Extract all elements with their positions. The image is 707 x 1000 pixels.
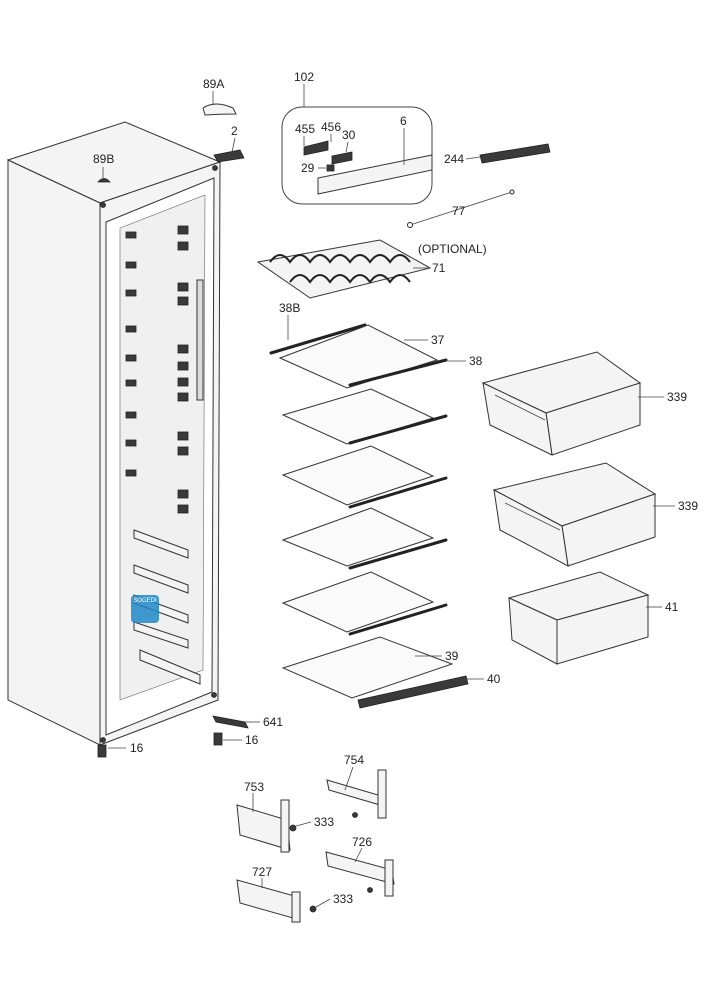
callout-89a: 89A [203, 77, 224, 91]
callout-102: 102 [294, 70, 314, 84]
callout-16-right: 16 [245, 733, 259, 747]
part-89a-hinge-cover [202, 103, 237, 116]
callout-41: 41 [665, 600, 679, 614]
part-727-bracket [236, 879, 301, 923]
part-244-control-board [479, 143, 551, 164]
optional-note: (OPTIONAL) [418, 242, 487, 256]
part-2-top-hinge [213, 149, 245, 163]
part-77-sensor [407, 189, 515, 228]
callout-641: 641 [263, 715, 283, 729]
callout-16-left: 16 [130, 741, 144, 755]
part-641-lower-hinge [212, 715, 249, 729]
callout-37: 37 [431, 333, 445, 347]
callout-77: 77 [452, 204, 466, 218]
callout-2: 2 [231, 124, 238, 138]
logo-text: SOGEDI [133, 598, 157, 604]
callout-39: 39 [445, 649, 459, 663]
part-754-bracket [326, 769, 387, 819]
callout-455: 455 [295, 122, 315, 136]
part-333-screws [289, 812, 373, 913]
callout-38b: 38B [279, 301, 300, 315]
sogedi-logo: SOGEDI [131, 595, 159, 623]
callout-456: 456 [321, 120, 341, 134]
fridge-cabinet: SOGEDI [6, 121, 222, 746]
callout-753: 753 [244, 780, 264, 794]
callout-71: 71 [432, 261, 446, 275]
callout-727: 727 [252, 865, 272, 879]
shelf-rails [125, 225, 204, 514]
part-71-wine-rack [256, 239, 432, 299]
part-102-control-group [281, 106, 433, 205]
callout-333-lower: 333 [333, 892, 353, 906]
callout-29: 29 [301, 161, 315, 175]
callout-333-upper: 333 [314, 815, 334, 829]
callout-40: 40 [487, 672, 501, 686]
drawer-guides [133, 529, 201, 685]
part-89b-cap [97, 178, 111, 183]
callout-6: 6 [400, 114, 407, 128]
part-16-foot-right [213, 732, 223, 746]
callout-244: 244 [444, 152, 464, 166]
part-753-bracket [236, 799, 291, 853]
callout-726: 726 [352, 835, 372, 849]
callout-339-middle: 339 [678, 499, 698, 513]
callout-38: 38 [469, 354, 483, 368]
part-16-foot-left [97, 744, 107, 758]
callout-339-top: 339 [667, 390, 687, 404]
callout-labels: 89A 2 89B 102 455 456 30 6 29 244 77 (OP… [93, 70, 698, 906]
part-339-drawer-middle [492, 462, 657, 567]
leader-lines [102, 84, 675, 908]
callout-89b: 89B [93, 152, 114, 166]
callout-754: 754 [344, 753, 364, 767]
callout-30: 30 [342, 128, 356, 142]
glass-shelves [269, 323, 469, 709]
part-339-drawer-top [481, 351, 642, 456]
part-726-bracket [325, 851, 395, 897]
part-41-drawer-bottom [507, 571, 650, 665]
